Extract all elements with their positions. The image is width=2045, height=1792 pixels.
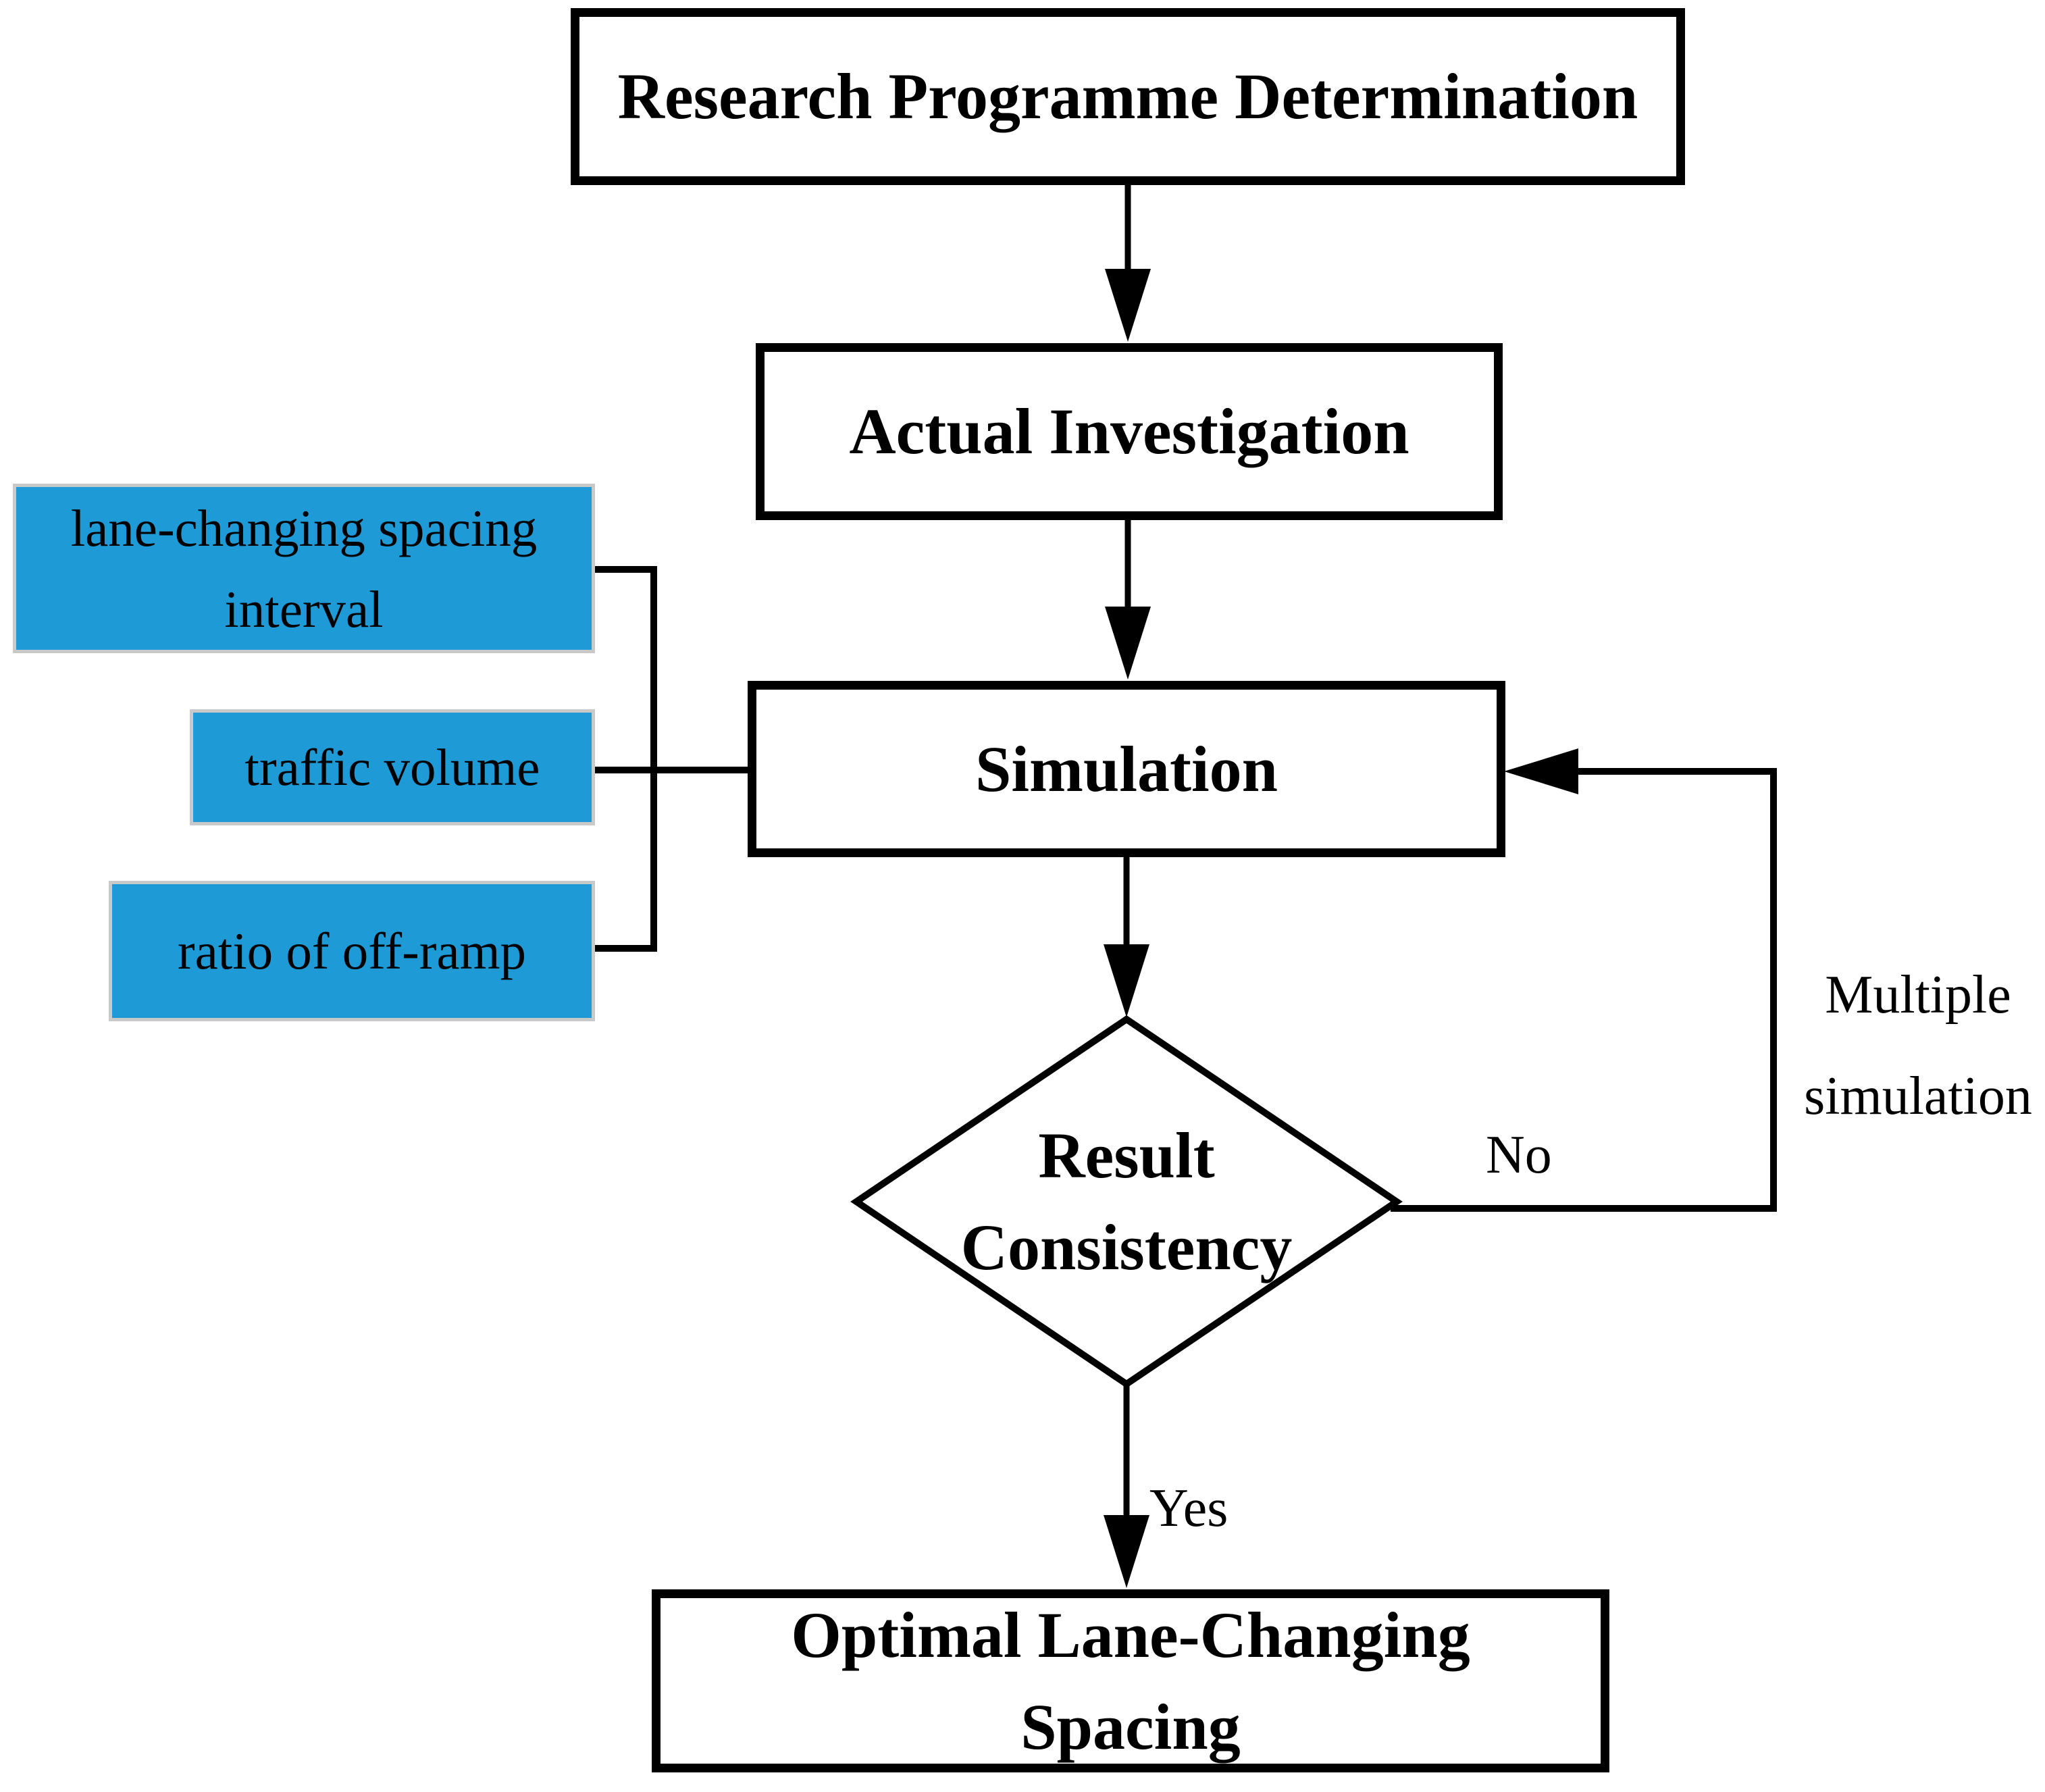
node-label: Actual Investigation (849, 395, 1409, 467)
arrow-decision-to-optimal-head (1104, 1515, 1149, 1588)
loop-label-line1: Multiple (1825, 965, 2011, 1025)
arrow-investigation-to-simulation-head (1105, 607, 1151, 680)
node-simulation: Simulation (748, 681, 1505, 857)
feedback-loop-line (1391, 768, 1777, 1212)
edge-label-yes: Yes (1149, 1479, 1228, 1538)
arrow-research-to-investigation-head (1105, 269, 1151, 342)
decision-result-consistency: Result Consistency (856, 1019, 1397, 1384)
input-label: traffic volume (244, 738, 540, 796)
decision-label-line1: Result (1038, 1119, 1215, 1192)
input-label-line2: interval (224, 580, 384, 638)
node-research-programme-determination: Research Programme Determination (571, 8, 1685, 185)
decision-label-line2: Consistency (960, 1211, 1293, 1283)
arrow-simulation-to-decision-head (1104, 944, 1149, 1017)
input-box-ratio-of-off-ramp: ratio of off-ramp (109, 881, 595, 1021)
node-actual-investigation: Actual Investigation (756, 343, 1503, 520)
node-label-line1: Optimal Lane-Changing (791, 1598, 1470, 1671)
node-label: Simulation (975, 732, 1278, 805)
feedback-loop-arrowhead (1504, 748, 1578, 794)
input-box-lane-changing-spacing-interval: lane-changing spacing interval (13, 484, 595, 653)
input-box-traffic-volume: traffic volume (190, 709, 595, 825)
input-label: ratio of off-ramp (178, 922, 526, 980)
input-label-line1: lane-changing spacing (70, 498, 538, 557)
node-label-line2: Spacing (1020, 1690, 1241, 1763)
node-optimal-lane-changing-spacing: Optimal Lane-Changing Spacing (652, 1589, 1609, 1772)
node-label: Research Programme Determination (617, 60, 1638, 132)
decision-diamond-shape (850, 1015, 1403, 1389)
edge-label-no: No (1486, 1125, 1552, 1185)
edge-label-multiple-simulation: Multiple simulation (1776, 944, 2045, 1147)
loop-label-line2: simulation (1804, 1067, 2032, 1126)
